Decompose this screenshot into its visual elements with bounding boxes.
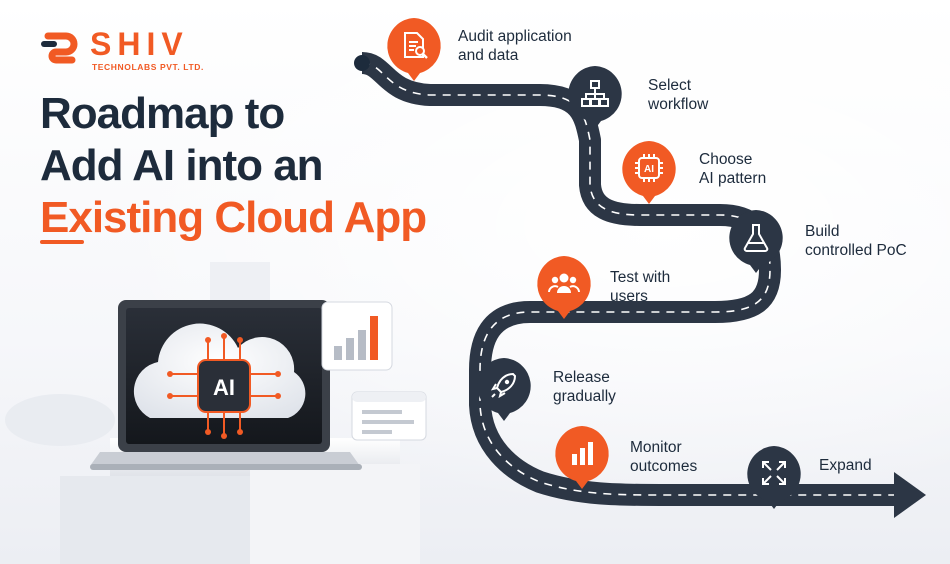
- ai-chip-icon: AI: [635, 154, 663, 182]
- brand-logo: SHIV TECHNOLABS PVT. LTD.: [40, 26, 210, 72]
- document-card-icon: [351, 391, 427, 441]
- title-line-2: Add AI into an: [40, 141, 324, 190]
- side-cloud: [5, 394, 115, 446]
- step-5-pin: [534, 254, 594, 320]
- title-line-3: Existing Cloud App: [40, 193, 427, 242]
- ai-chip-text: AI: [213, 375, 235, 400]
- bar-chart-card-icon: [321, 301, 393, 371]
- brand-name: SHIV: [90, 26, 189, 62]
- document-search-icon: [404, 32, 428, 59]
- step-6-pin: [474, 356, 534, 422]
- circuit-lines: [172, 338, 276, 434]
- bar-chart-icon: [572, 442, 593, 465]
- title-underline: [40, 240, 84, 244]
- svg-text:AI: AI: [644, 164, 654, 175]
- step-1-pin: [384, 16, 444, 82]
- shiv-logo-icon: [41, 32, 78, 64]
- step-8-pin: [744, 444, 804, 510]
- expand-icon: [762, 461, 786, 485]
- step-4-pin: [726, 208, 786, 274]
- brand-tagline: TECHNOLABS PVT. LTD.: [92, 62, 204, 72]
- title-line-1: Roadmap to: [40, 89, 285, 138]
- circuit-nodes: [167, 333, 281, 439]
- step-2-pin: [565, 64, 625, 130]
- page-title: Roadmap to Add AI into an Existing Cloud…: [40, 88, 470, 244]
- step-8-label: Expand: [819, 457, 872, 474]
- laptop-cloud-illustration: AI: [5, 262, 427, 564]
- workflow-icon: [581, 80, 609, 107]
- rocket-icon: [490, 372, 517, 399]
- pedestal-front: [250, 464, 420, 564]
- flask-icon: [743, 224, 769, 252]
- step-7-pin: [552, 424, 612, 490]
- ai-chip: [197, 359, 251, 413]
- users-icon: [548, 273, 580, 293]
- step-3-pin: AI: [619, 139, 679, 205]
